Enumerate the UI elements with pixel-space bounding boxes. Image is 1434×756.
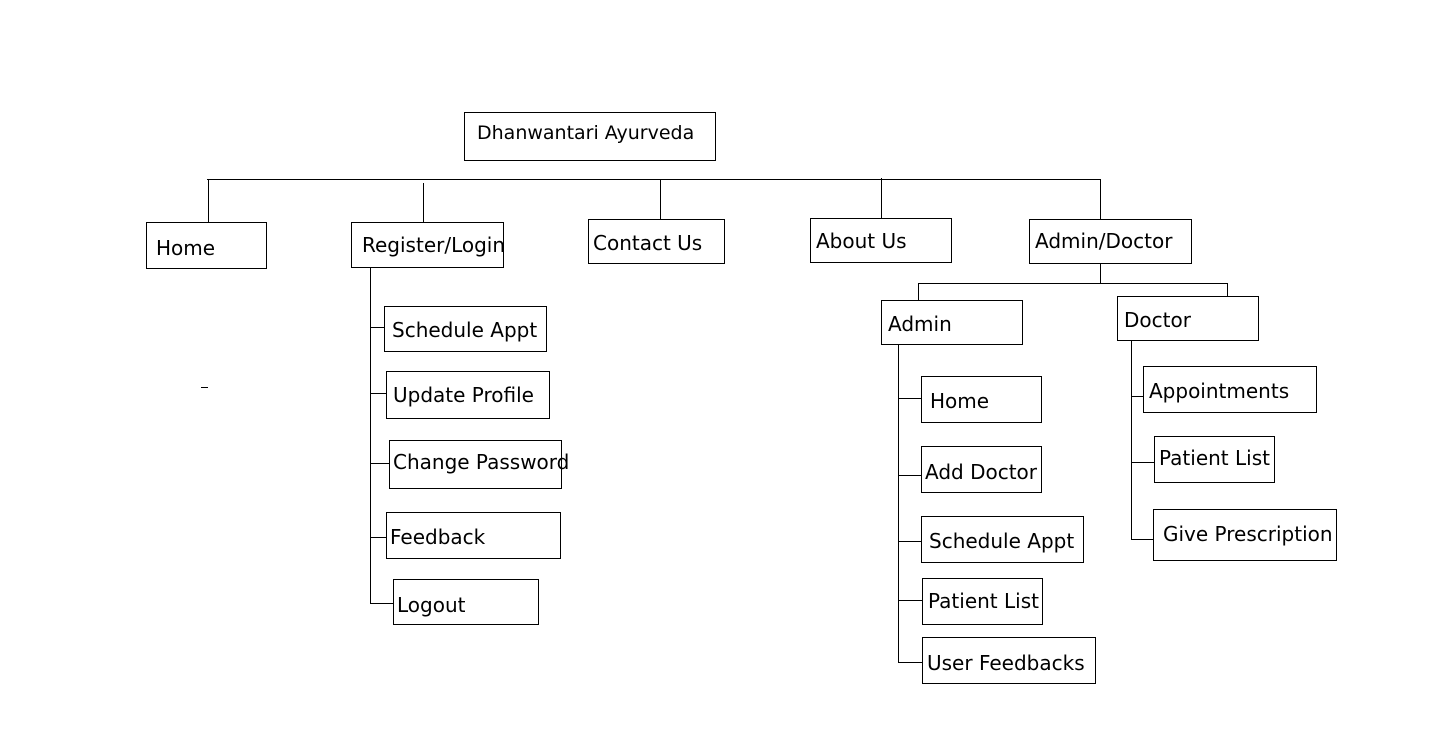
change-password-node: Change Password	[389, 440, 569, 489]
appointments-node: Appointments	[1143, 366, 1317, 413]
admin-node-label: Admin	[888, 312, 952, 336]
register-login-node: Register/Login	[351, 222, 506, 268]
doctor-patient-list-branch	[1131, 462, 1154, 463]
admin-patient-list-node: Patient List	[922, 578, 1043, 625]
user-feedbacks-branch	[898, 662, 922, 663]
admin-connector	[918, 283, 919, 300]
doctor-children-spine	[1131, 340, 1132, 540]
add-doctor-node-label: Add Doctor	[925, 460, 1038, 484]
register-children-spine	[370, 268, 371, 604]
logout-node: Logout	[393, 579, 539, 625]
appointments-branch	[1131, 396, 1143, 397]
doctor-patient-list-node: Patient List	[1154, 436, 1275, 483]
user-feedbacks-node: User Feedbacks	[922, 637, 1096, 684]
admin-node: Admin	[881, 300, 1023, 345]
about-us-connector	[881, 178, 882, 218]
root-node: Dhanwantari Ayurveda	[464, 112, 716, 161]
schedule-appt-branch	[370, 327, 385, 328]
contact-us-node-label: Contact Us	[593, 231, 703, 255]
feedback-node: Feedback	[386, 512, 561, 559]
change-password-branch	[370, 463, 389, 464]
logout-node-label: Logout	[397, 593, 466, 617]
main-horizontal-connector	[207, 179, 1100, 180]
admin-home-node-label: Home	[930, 389, 990, 413]
appointments-node-label: Appointments	[1149, 379, 1290, 403]
doctor-patient-list-node-label: Patient List	[1159, 446, 1270, 470]
admin-home-node: Home	[921, 376, 1042, 423]
admin-schedule-appt-node: Schedule Appt	[921, 516, 1084, 563]
update-profile-node: Update Profile	[386, 371, 550, 419]
admin-schedule-appt-branch	[898, 541, 921, 542]
admin-patient-list-node-label: Patient List	[928, 589, 1039, 613]
update-profile-node-label: Update Profile	[393, 383, 534, 407]
update-profile-branch	[370, 393, 387, 394]
doctor-connector	[1227, 283, 1228, 296]
admin-doctor-down-connector	[1100, 263, 1101, 283]
give-prescription-branch	[1131, 539, 1153, 540]
admin-doctor-node: Admin/Doctor	[1029, 219, 1192, 264]
admin-patient-list-branch	[898, 600, 922, 601]
schedule-appt-node-label: Schedule Appt	[392, 318, 538, 342]
user-feedbacks-node-label: User Feedbacks	[927, 651, 1085, 675]
change-password-node-label: Change Password	[393, 450, 570, 474]
admin-schedule-appt-node-label: Schedule Appt	[929, 529, 1075, 553]
about-us-node-label: About Us	[816, 229, 907, 253]
give-prescription-node-label: Give Prescription	[1163, 522, 1333, 546]
doctor-node: Doctor	[1117, 296, 1259, 341]
about-us-node: About Us	[810, 218, 952, 263]
home-node: Home	[146, 222, 267, 269]
root-node-label: Dhanwantari Ayurveda	[477, 122, 695, 144]
home-connector	[208, 179, 209, 222]
contact-us-node: Contact Us	[588, 219, 725, 264]
doctor-node-label: Doctor	[1124, 308, 1191, 332]
feedback-branch	[370, 537, 387, 538]
contact-us-connector	[660, 179, 661, 219]
admin-children-spine	[898, 344, 899, 663]
register-login-node-label: Register/Login	[362, 233, 506, 257]
admin-doctor-connector	[1100, 179, 1101, 219]
add-doctor-node: Add Doctor	[921, 446, 1042, 493]
give-prescription-node: Give Prescription	[1153, 509, 1337, 561]
feedback-node-label: Feedback	[390, 525, 486, 549]
schedule-appt-node: Schedule Appt	[384, 306, 547, 352]
admin-doctor-split-connector	[918, 283, 1228, 284]
admin-doctor-node-label: Admin/Doctor	[1035, 229, 1173, 253]
add-doctor-branch	[898, 475, 921, 476]
home-node-label: Home	[156, 236, 216, 260]
stray-mark	[201, 387, 208, 388]
admin-home-branch	[898, 398, 921, 399]
logout-branch	[370, 603, 393, 604]
register-login-connector	[423, 183, 424, 222]
